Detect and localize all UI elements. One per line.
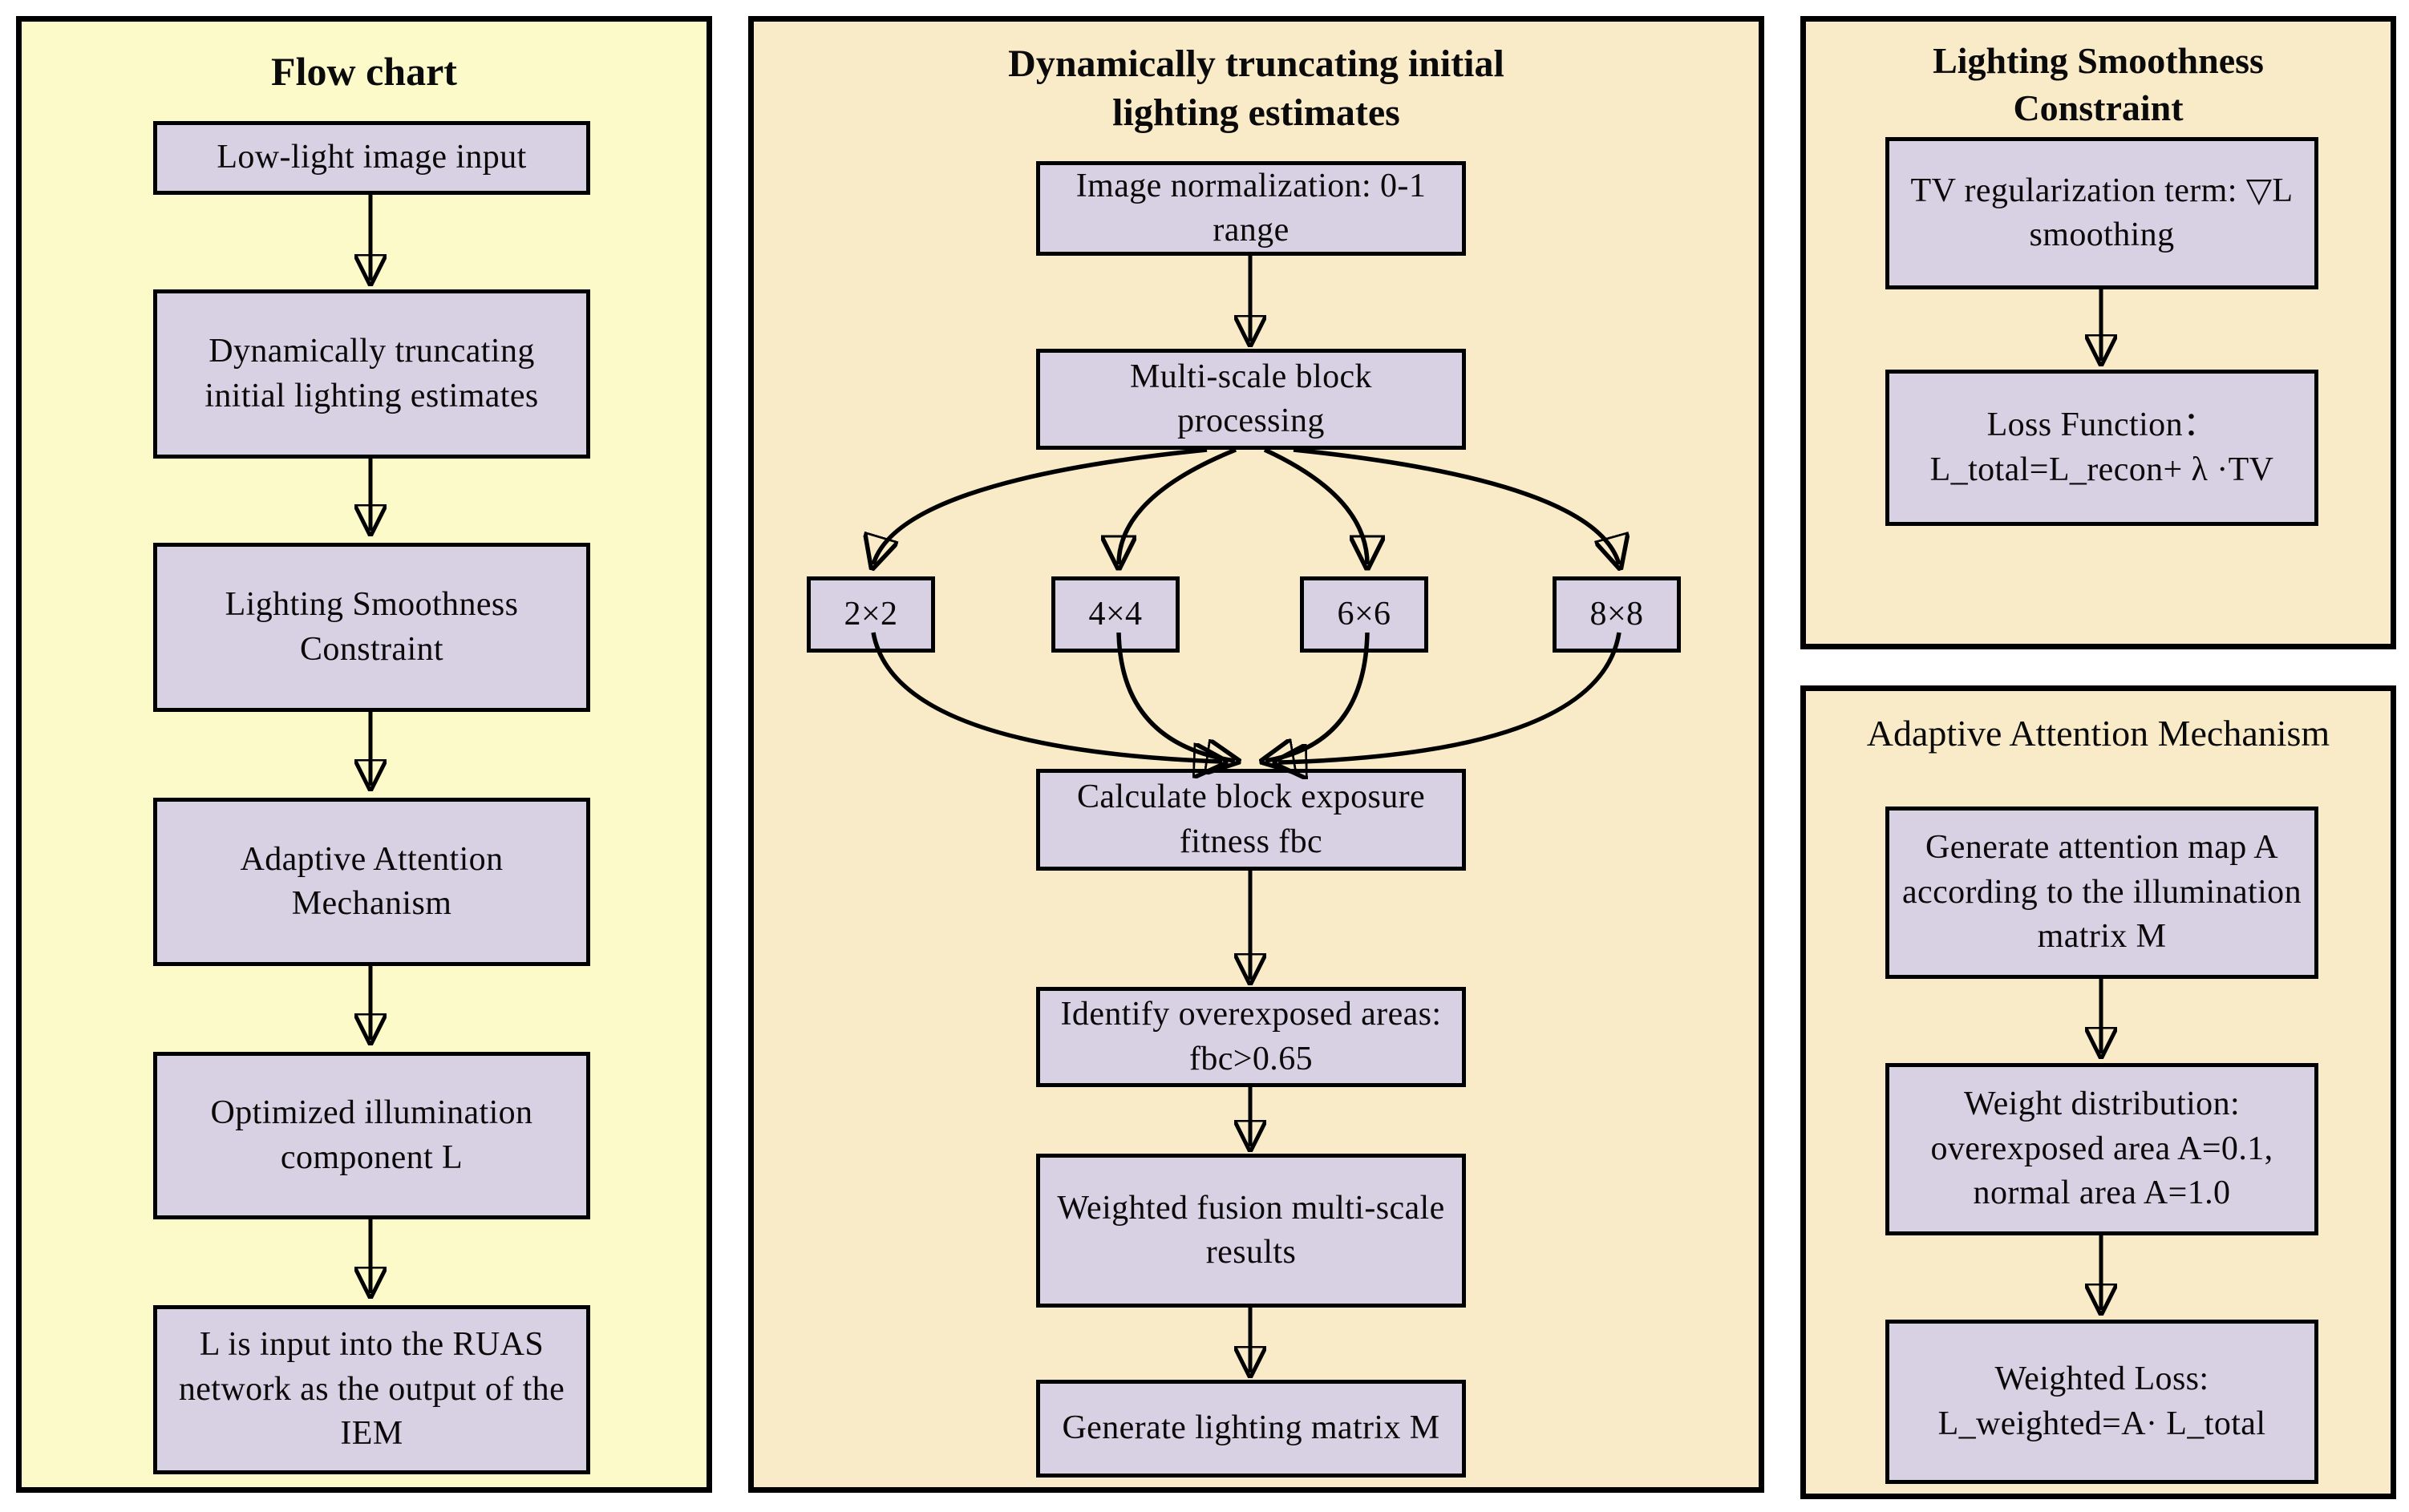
flow-step-low-light-input: Low-light image input	[153, 121, 590, 195]
attn-step-weighted-loss: Weighted Loss: L_weighted=A· L_total	[1885, 1320, 2318, 1484]
trunc-step-identify: Identify overexposed areas: fbc>0.65	[1036, 987, 1466, 1087]
flow-step-optimized-l: Optimized illumination component L	[153, 1052, 590, 1219]
flow-step-attention: Adaptive Attention Mechanism	[153, 798, 590, 966]
trunc-step-fitness: Calculate block exposure fitness fbc	[1036, 769, 1466, 871]
trunc-step-fusion: Weighted fusion multi-scale results	[1036, 1154, 1466, 1308]
truncating-title: Dynamically truncating initial lighting …	[1008, 42, 1504, 135]
flow-step-truncating: Dynamically truncating initial lighting …	[153, 289, 590, 459]
smooth-step-loss-function: Loss Function： L_total=L_recon+ λ ·TV	[1885, 370, 2318, 526]
attn-step-generate-map: Generate attention map A according to th…	[1885, 807, 2318, 979]
flow-step-ruas-output: L is input into the RUAS network as the …	[153, 1305, 590, 1474]
smoothness-title: Lighting Smoothness Constraint	[1933, 40, 2264, 128]
attn-step-weight-distribution: Weight distribution: overexposed area A=…	[1885, 1063, 2318, 1235]
panel-smoothness-constraint: Lighting Smoothness Constraint TV regula…	[1800, 16, 2396, 649]
scale-box-4x4: 4×4	[1051, 576, 1180, 653]
panel-attention-mechanism: Adaptive Attention Mechanism Generate at…	[1800, 685, 2396, 1499]
scale-box-2x2: 2×2	[807, 576, 935, 653]
panel-truncating: Dynamically truncating initial lighting …	[748, 16, 1764, 1493]
scale-box-8x8: 8×8	[1553, 576, 1681, 653]
trunc-step-normalization: Image normalization: 0-1 range	[1036, 161, 1466, 256]
attention-title: Adaptive Attention Mechanism	[1866, 713, 2330, 754]
trunc-step-multiscale: Multi-scale block processing	[1036, 349, 1466, 450]
flow-chart-title: Flow chart	[271, 49, 457, 94]
smooth-step-tv-regularization: TV regularization term: ▽L smoothing	[1885, 137, 2318, 289]
scale-box-6x6: 6×6	[1300, 576, 1428, 653]
trunc-step-matrix: Generate lighting matrix M	[1036, 1380, 1466, 1478]
panel-flow-chart: Flow chart Low-light image input Dynamic…	[16, 16, 712, 1493]
flow-step-smoothness: Lighting Smoothness Constraint	[153, 543, 590, 712]
